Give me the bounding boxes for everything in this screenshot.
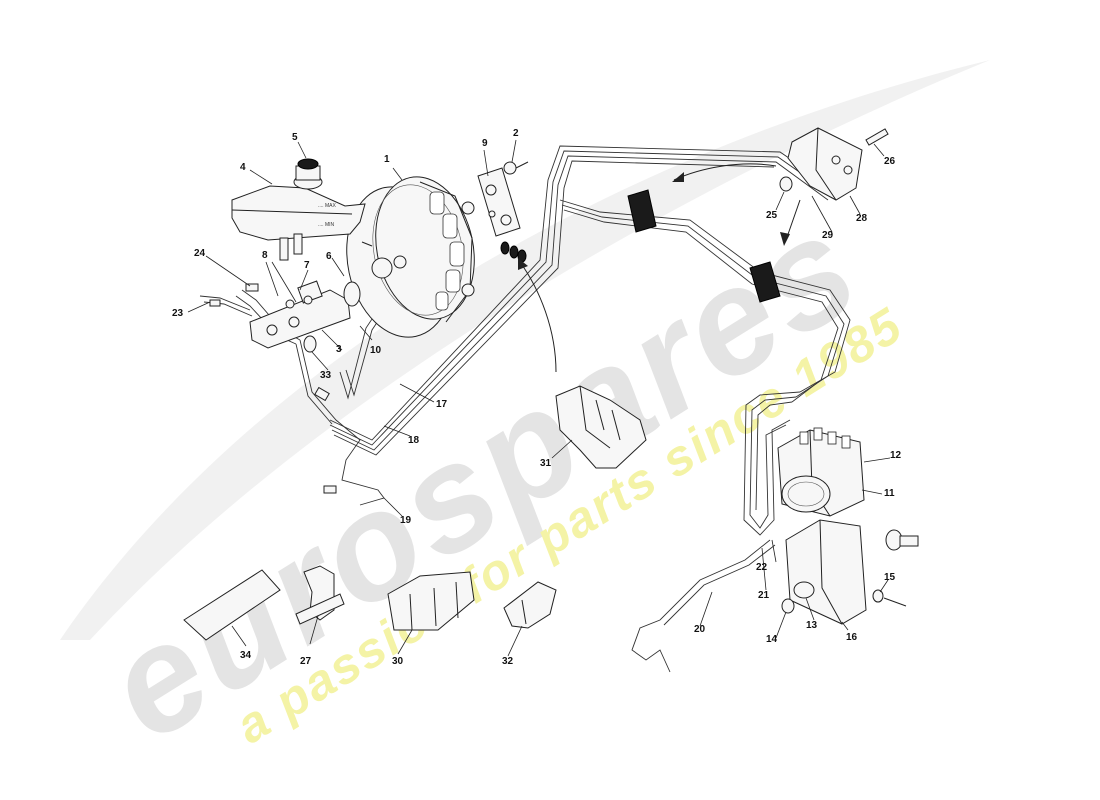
callout-19: 19 [400, 515, 412, 526]
abs-modulator [777, 427, 865, 517]
callout-5: 5 [292, 132, 298, 143]
callout-24: 24 [194, 248, 206, 259]
callout-13: 13 [806, 620, 818, 631]
pipe-clip-lower [749, 261, 781, 303]
pipe-grommets [500, 241, 527, 263]
callout-18: 18 [408, 435, 420, 446]
callout-29: 29 [822, 230, 834, 241]
callout-30: 30 [392, 656, 404, 667]
stud-26 [865, 128, 889, 146]
callout-23: 23 [172, 308, 184, 319]
callout-labels: 1 2 3 4 5 6 7 8 9 10 11 12 13 14 15 16 1… [172, 128, 902, 667]
callout-33: 33 [320, 370, 332, 381]
pipe-union-18 [314, 386, 330, 402]
pipe-end-19 [323, 485, 337, 494]
callout-28: 28 [856, 213, 868, 224]
bolt-14 [781, 598, 795, 614]
svg-text:.... MAX: .... MAX [318, 203, 336, 209]
booster-gasket [477, 167, 521, 237]
callout-3: 3 [336, 344, 342, 355]
callout-31: 31 [540, 458, 552, 469]
brake-pipes [199, 145, 851, 673]
callout-10: 10 [370, 345, 382, 356]
mounting-bracket-28 [787, 127, 863, 201]
fluid-reservoir: .... MAX .... MIN [231, 185, 366, 261]
master-cylinder [249, 280, 361, 349]
callout-2: 2 [513, 128, 519, 139]
callout-4: 4 [240, 162, 246, 173]
pipe-clip-upper [627, 189, 657, 233]
nut-2 [503, 161, 529, 175]
callout-14: 14 [766, 634, 778, 645]
washer-33 [303, 335, 317, 353]
bolt-15 [872, 589, 907, 607]
callout-12: 12 [890, 450, 902, 461]
callout-11: 11 [884, 488, 895, 499]
pipe-clip-30 [387, 571, 475, 631]
callout-27: 27 [300, 656, 312, 667]
callout-6: 6 [326, 251, 332, 262]
abs-bracket-16 [785, 519, 867, 625]
union-24 [245, 283, 259, 292]
callout-26: 26 [884, 156, 896, 167]
callout-17: 17 [436, 399, 448, 410]
callout-34: 34 [240, 650, 252, 661]
pad-34 [183, 569, 281, 641]
pipe-clip-32 [503, 581, 557, 629]
reservoir-cap [293, 158, 323, 190]
svg-text:.... MIN: .... MIN [318, 222, 335, 228]
callout-8: 8 [262, 250, 268, 261]
mount-grommet [885, 529, 919, 551]
callout-9: 9 [482, 138, 488, 149]
callout-7: 7 [304, 260, 310, 271]
callout-15: 15 [884, 572, 896, 583]
union-23 [209, 299, 221, 307]
nut-25 [779, 176, 793, 192]
grommet-13 [793, 581, 815, 599]
callout-16: 16 [846, 632, 858, 643]
callout-1: 1 [384, 154, 390, 165]
callout-25: 25 [766, 210, 778, 221]
callout-21: 21 [758, 590, 770, 601]
pipe-clip-31 [555, 385, 647, 469]
callout-20: 20 [694, 624, 706, 635]
assembly-arrows [518, 163, 801, 373]
callout-32: 32 [502, 656, 514, 667]
leader-lines [187, 139, 891, 657]
callout-22: 22 [756, 562, 768, 573]
brake-booster [346, 176, 475, 338]
pipe-clip-27 [295, 565, 345, 625]
